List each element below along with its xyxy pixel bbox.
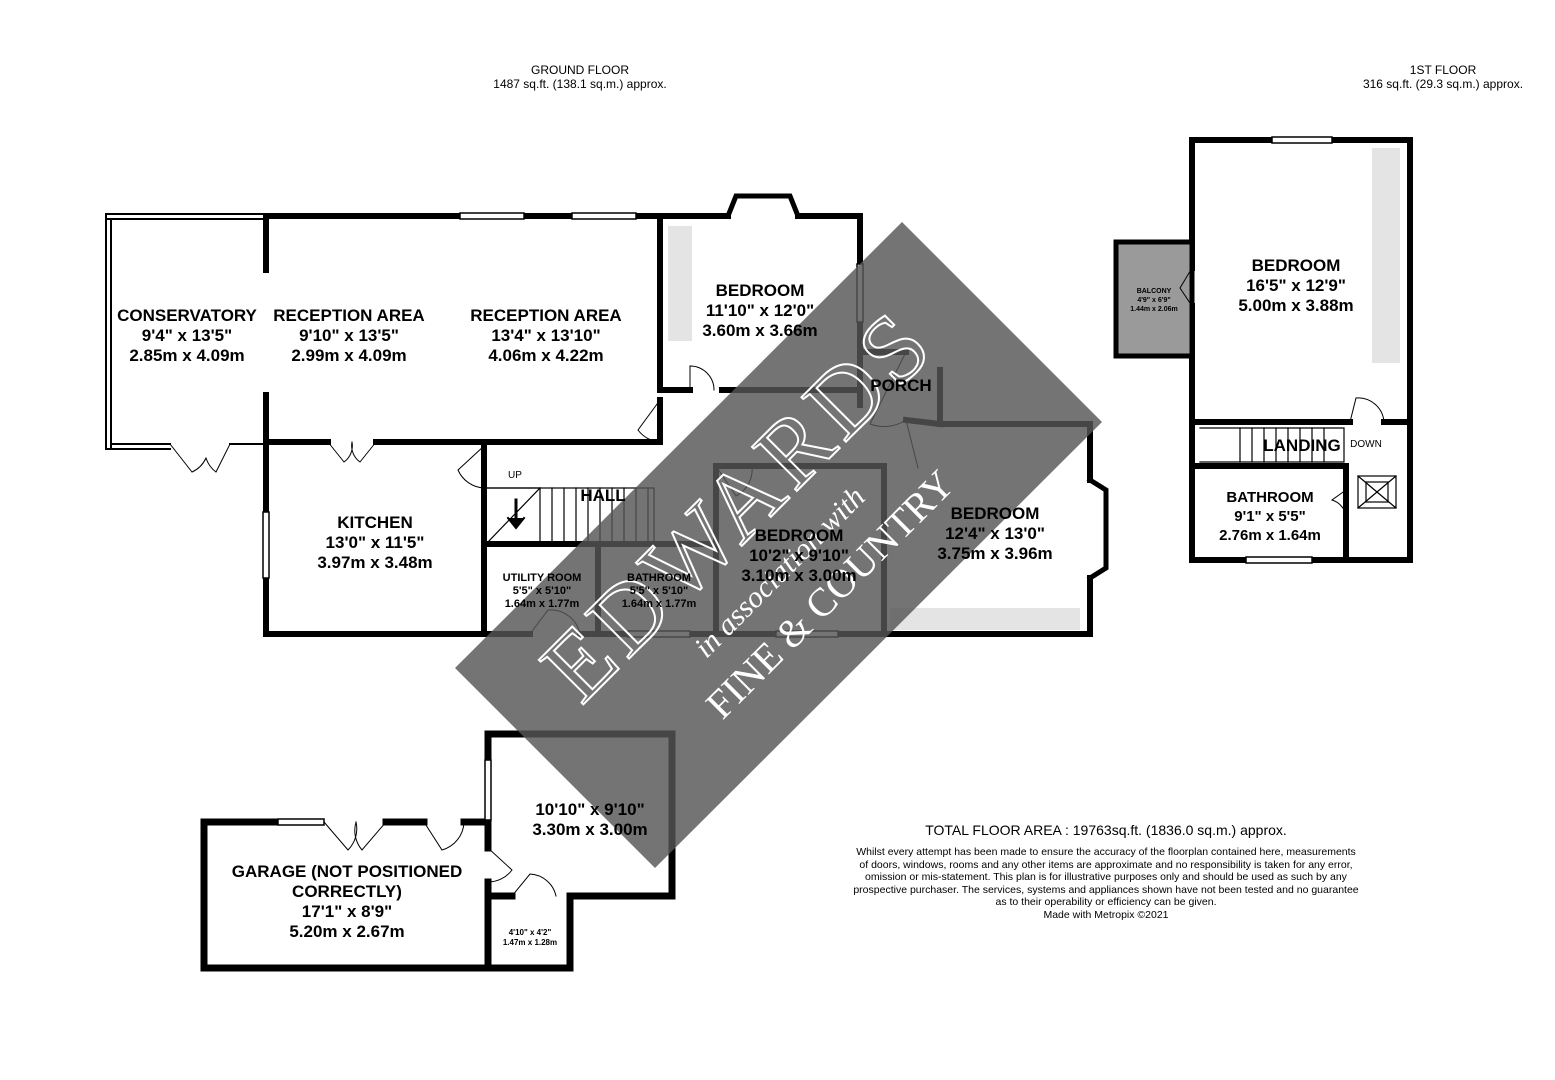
room-size-metric: 1.47m x 1.28m [502, 938, 558, 947]
first-floor-doors [1179, 267, 1385, 517]
room-size-imperial: 9'10" x 13'5" [299, 326, 399, 345]
room-conservatory: CONSERVATORY 9'4" x 13'5" 2.85m x 4.09m [112, 306, 262, 366]
room-name: BALCONY [1136, 288, 1172, 295]
room-name: BEDROOM [950, 504, 1040, 523]
disclaimer-line: Whilst every attempt has been made to en… [856, 846, 1356, 858]
room-bathroom-ground: BATHROOM 5'5" x 5'10" 1.64m x 1.77m [604, 572, 714, 611]
room-name: RECEPTION AREA [470, 306, 622, 325]
balcony-shape [1113, 239, 1195, 359]
room-outbuilding: 10'10" x 9'10" 3.30m x 3.00m [500, 800, 680, 840]
shaded-area [890, 608, 1080, 630]
stairs-up-text: UP [508, 470, 522, 481]
room-reception-2: RECEPTION AREA 13'4" x 13'10" 4.06m x 4.… [456, 306, 636, 366]
stairs-down-label: DOWN [1344, 438, 1388, 451]
total-floor-area: TOTAL FLOOR AREA : 19763sq.ft. (1836.0 s… [925, 822, 1287, 838]
landing-stairs [1199, 427, 1345, 463]
stairs-down-text: DOWN [1350, 439, 1382, 450]
room-size-imperial: 4'9" x 6'9" [1137, 297, 1171, 304]
room-utility: UTILITY ROOM 5'5" x 5'10" 1.64m x 1.77m [488, 572, 596, 611]
room-size-imperial: 10'2" x 9'10" [749, 546, 849, 565]
first-floor-title: 1ST FLOOR [1409, 63, 1477, 77]
room-size-metric: 5.20m x 2.67m [289, 922, 405, 941]
room-bathroom-upper: BATHROOM 9'1" x 5'5" 2.76m x 1.64m [1200, 488, 1340, 545]
room-balcony: BALCONY 4'9" x 6'9" 1.44m x 2.06m [1118, 287, 1190, 314]
room-size-metric: 3.10m x 3.00m [741, 566, 857, 585]
room-size-metric: 2.76m x 1.64m [1219, 527, 1321, 544]
room-reception-1: RECEPTION AREA 9'10" x 13'5" 2.99m x 4.0… [264, 306, 434, 366]
room-size-metric: 1.64m x 1.77m [504, 598, 580, 610]
watermark-band [455, 222, 1102, 868]
room-size-imperial: 9'4" x 13'5" [141, 326, 233, 345]
room-porch: PORCH [866, 376, 936, 396]
room-name: PORCH [870, 376, 932, 395]
room-name: UTILITY ROOM [502, 572, 582, 584]
room-bedroom-right: BEDROOM 12'4" x 13'0" 3.75m x 3.96m [920, 504, 1070, 564]
room-name: BEDROOM [754, 526, 844, 545]
made-with-credit: Made with Metropix ©2021 [1043, 908, 1169, 921]
disclaimer-line: prospective purchaser. The services, sys… [853, 883, 1359, 896]
room-hall: HALL [568, 486, 638, 506]
room-size-imperial: 5'5" x 5'10" [629, 585, 689, 597]
room-name: BATHROOM [1226, 489, 1314, 506]
skylight-icon [1357, 475, 1397, 509]
room-size-imperial: 11'10" x 12'0" [705, 301, 815, 320]
room-size-metric: 4.06m x 4.22m [488, 346, 604, 365]
room-size-imperial: 16'5" x 12'9" [1246, 276, 1346, 295]
disclaimer-line: as to their operability or efficiency ca… [995, 896, 1217, 908]
room-store: 4'10" x 4'2" 1.47m x 1.28m [492, 928, 568, 948]
room-size-imperial: 13'0" x 11'5" [325, 533, 425, 552]
room-size-imperial: 4'10" x 4'2" [508, 928, 552, 937]
room-size-imperial: 10'10" x 9'10" [535, 800, 645, 819]
room-size-metric: 1.64m x 1.77m [621, 598, 697, 610]
room-name: LANDING [1263, 436, 1341, 455]
disclaimer-line: of doors, windows, rooms and any other i… [859, 858, 1353, 871]
room-name: BATHROOM [627, 572, 691, 584]
room-size-imperial: 12'4" x 13'0" [945, 524, 1045, 543]
disclaimer-line: omission or mis-statement. This plan is … [865, 871, 1347, 883]
garage-doors [323, 821, 557, 897]
room-bedroom-front: BEDROOM 11'10" x 12'0" 3.60m x 3.66m [690, 281, 830, 341]
room-size-metric: 1.44m x 2.06m [1130, 306, 1178, 313]
stairs-up-label: UP [500, 469, 530, 482]
conservatory-doors [169, 443, 231, 473]
room-name-line-1: GARAGE (NOT POSITIONED [231, 862, 463, 881]
room-size-metric: 3.30m x 3.00m [532, 820, 648, 839]
room-landing: LANDING [1254, 436, 1350, 456]
ground-floor-area: 1487 sq.ft. (138.1 sq.m.) approx. [493, 77, 667, 91]
room-name: HALL [580, 486, 626, 505]
ground-floor-title: GROUND FLOOR [530, 63, 629, 77]
shaded-area [668, 226, 692, 341]
room-size-metric: 2.85m x 4.09m [129, 346, 245, 365]
room-name: RECEPTION AREA [273, 306, 425, 325]
room-size-imperial: 5'5" x 5'10" [512, 585, 572, 597]
room-name: KITCHEN [337, 513, 413, 532]
room-name: CONSERVATORY [117, 306, 257, 325]
room-name: BEDROOM [715, 281, 805, 300]
room-kitchen: KITCHEN 13'0" x 11'5" 3.97m x 3.48m [300, 513, 450, 573]
room-size-metric: 5.00m x 3.88m [1238, 296, 1354, 315]
shaded-area [1372, 148, 1400, 363]
room-size-metric: 2.99m x 4.09m [291, 346, 407, 365]
conservatory-walls [105, 213, 267, 450]
room-size-metric: 3.60m x 3.66m [702, 321, 818, 340]
ground-floor-header: GROUND FLOOR 1487 sq.ft. (138.1 sq.m.) a… [430, 63, 730, 91]
first-floor-windows [1245, 136, 1333, 564]
room-size-metric: 3.97m x 3.48m [317, 553, 433, 572]
garage-windows [277, 759, 492, 826]
room-garage: GARAGE (NOT POSITIONED CORRECTLY) 17'1" … [210, 862, 484, 942]
first-floor-header: 1ST FLOOR 316 sq.ft. (29.3 sq.m.) approx… [1333, 63, 1553, 91]
room-size-imperial: 13'4" x 13'10" [491, 326, 601, 345]
first-floor-area: 316 sq.ft. (29.3 sq.m.) approx. [1362, 77, 1524, 91]
room-bedroom-upper: BEDROOM 16'5" x 12'9" 5.00m x 3.88m [1226, 256, 1366, 316]
room-name-line-2: CORRECTLY) [292, 882, 402, 901]
room-size-imperial: 17'1" x 8'9" [301, 902, 393, 921]
room-size-metric: 3.75m x 3.96m [937, 544, 1053, 563]
disclaimer: Whilst every attempt has been made to en… [828, 846, 1384, 921]
room-size-imperial: 9'1" x 5'5" [1234, 508, 1306, 525]
room-name: BEDROOM [1251, 256, 1341, 275]
room-bedroom-middle: BEDROOM 10'2" x 9'10" 3.10m x 3.00m [724, 526, 874, 586]
